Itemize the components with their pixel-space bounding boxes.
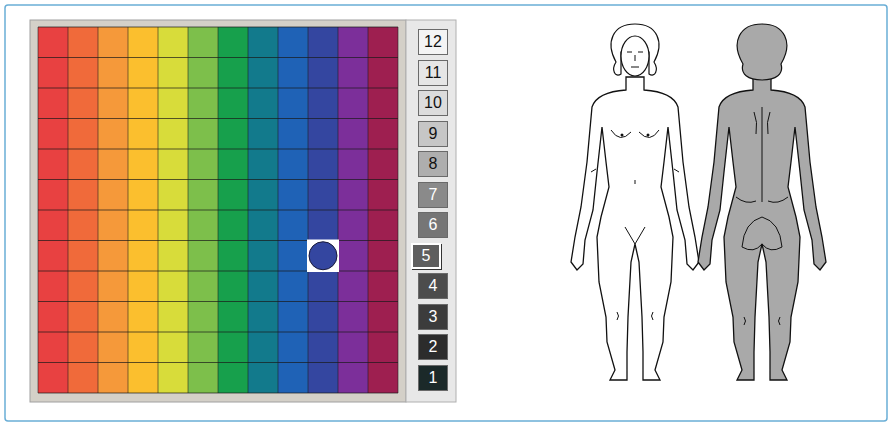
scale-number-box: 10 [418, 90, 448, 116]
scale-number: 11 [425, 64, 442, 82]
scale-number-box: 11 [418, 60, 448, 86]
grid-lines [38, 27, 398, 393]
back-lines [736, 107, 788, 325]
face-features [627, 52, 643, 67]
scale-number: 3 [429, 308, 438, 326]
scale-number-box: 2 [418, 334, 448, 360]
chest-dot [621, 134, 624, 137]
scale-number: 4 [429, 277, 438, 295]
body-outline [571, 77, 699, 380]
grid-lines [38, 27, 398, 393]
scale-number: 5 [422, 247, 431, 265]
scale-number-box: 5 [411, 243, 441, 269]
scale-number-box: 3 [418, 304, 448, 330]
scale-panel [406, 20, 456, 402]
face [621, 36, 649, 76]
selected-cell [308, 241, 338, 272]
scale-number: 1 [429, 369, 438, 387]
body-outline [698, 77, 826, 380]
hair [611, 24, 659, 75]
body-back [698, 24, 826, 380]
scale-number-box: 1 [418, 365, 448, 391]
scale-number: 6 [429, 216, 438, 234]
scale-number: 12 [424, 33, 442, 51]
outer-frame [5, 5, 887, 421]
chest-dot [647, 134, 650, 137]
scale-number: 2 [429, 338, 438, 356]
scale-number-box: 8 [418, 151, 448, 177]
scale-number: 9 [429, 125, 438, 143]
head-back [737, 24, 787, 80]
scale-number: 8 [429, 155, 438, 173]
body-lines [591, 169, 679, 320]
grid-panel [30, 20, 406, 402]
chest-lines [611, 130, 659, 138]
scale-number: 7 [429, 186, 438, 204]
scale-number-box: 9 [418, 121, 448, 147]
scale-number-box: 7 [418, 182, 448, 208]
scale-number-box: 12 [418, 29, 448, 55]
scale-number-box: 4 [418, 273, 448, 299]
selection-marker [309, 242, 337, 270]
body-front [571, 24, 699, 380]
scale-number-box: 6 [418, 212, 448, 238]
scale-number: 10 [424, 94, 442, 112]
color-grid [38, 27, 398, 393]
